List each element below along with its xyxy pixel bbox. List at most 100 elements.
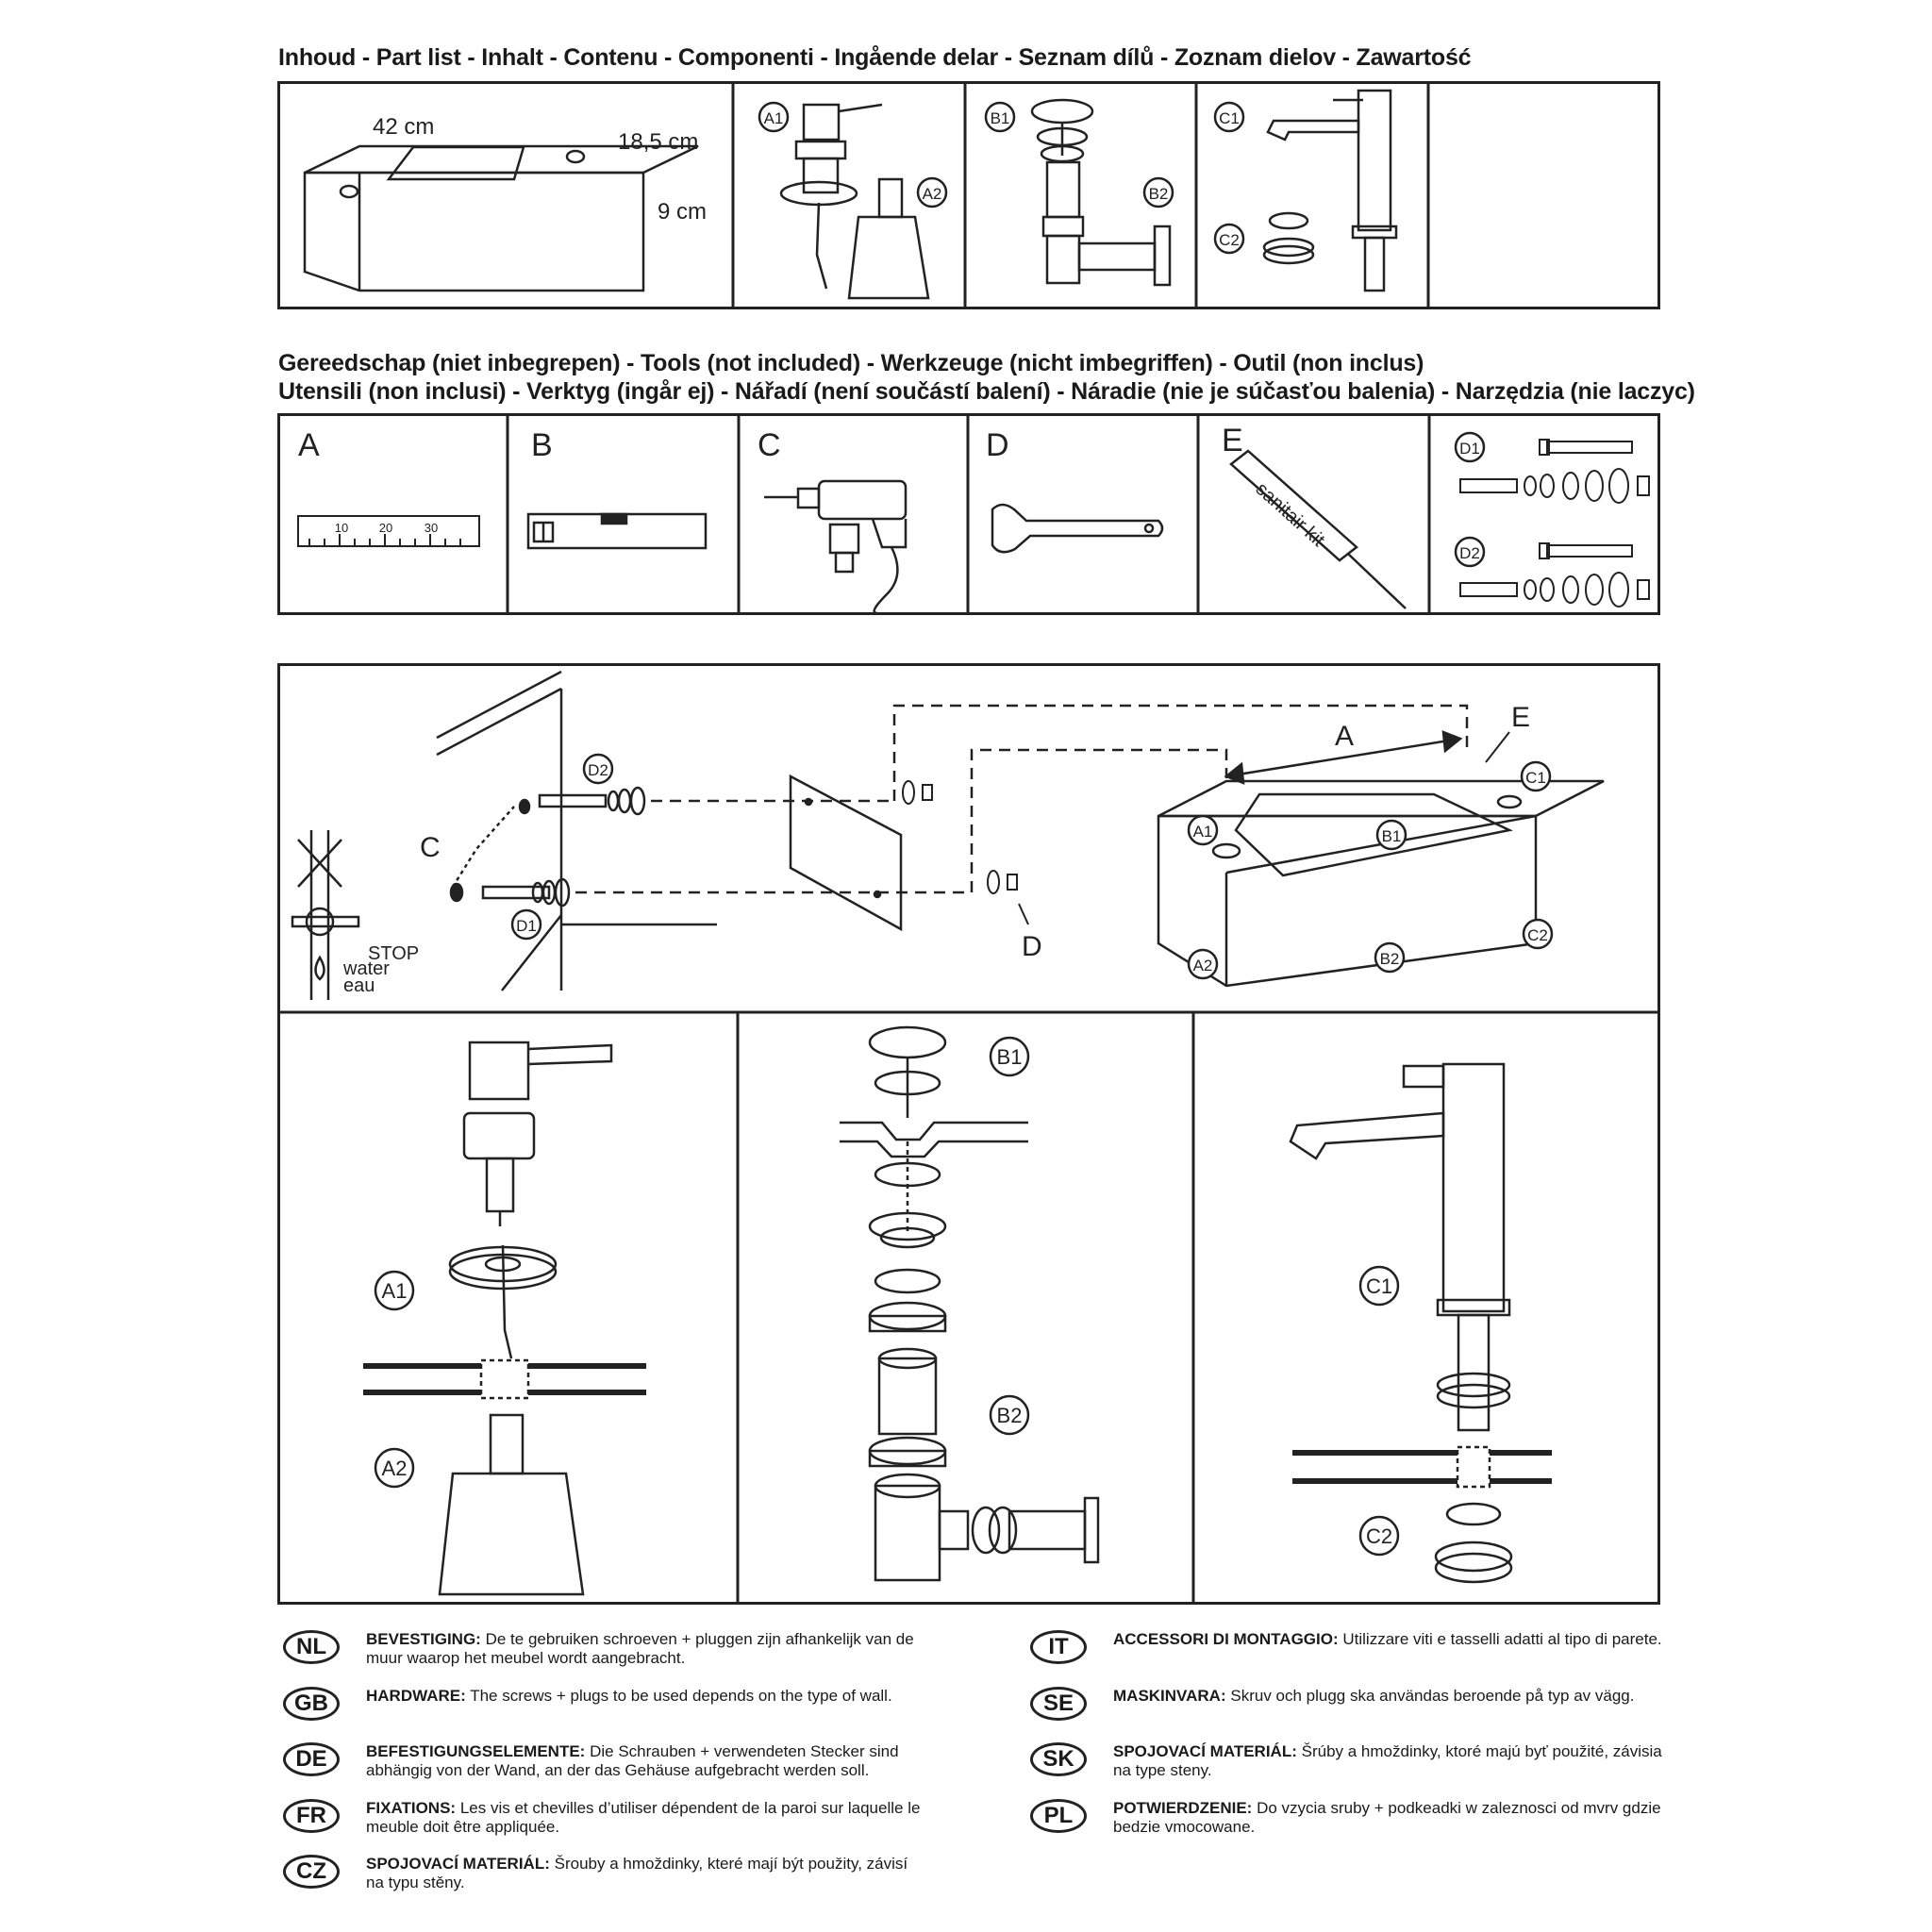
lang-text-nl: De te gebruiken schroeven + pluggen zijn… [366,1630,914,1667]
bracket-dashed-guides [892,704,1469,892]
width-dimension: 42 cm [373,114,434,140]
eau-label: eau [343,975,375,996]
lang-label-fr: FIXATIONS: [366,1799,457,1817]
tools-heading-line2: Utensili (non inclusi) - Verktyg (ingår … [278,378,1695,405]
parts-list-heading: Inhoud - Part list - Inhalt - Contenu - … [278,44,1472,71]
water-label: water [342,958,390,979]
depth-dimension: 18,5 cm [618,129,698,155]
wall-plug-set-d1 [1459,439,1650,504]
ruler-tick-30: 30 [425,521,438,535]
lang-row-pl: PL POTWIERDZENIE: Do vzycia sruby + podk… [1030,1799,1670,1837]
install-label-b1: B1 [1382,827,1402,845]
hanging-fittings [902,780,1029,925]
step-b-drain [840,1025,1100,1582]
step-a-dispenser [363,1041,646,1596]
drill-tool [764,479,908,615]
ruler-tick-10: 10 [335,521,348,535]
lang-text-gb: The screws + plugs to be used depends on… [470,1687,892,1705]
lang-text-pl: Do vzycia sruby + podkeadki w zaleznosci… [1113,1799,1661,1836]
lang-text-it: Utilizzare viti e tasselli adatti al tip… [1342,1630,1662,1648]
tool-c-letter: C [758,427,781,463]
lang-badge-sk: SK [1030,1742,1087,1776]
lang-label-de: BEFESTIGUNGSELEMENTE: [366,1742,586,1760]
height-dimension: 9 cm [658,199,707,225]
lang-label-sk: SPOJOVACÍ MATERIÁL: [1113,1742,1297,1760]
label-a1: A1 [764,109,784,127]
tool-a-letter: A [298,427,320,463]
installation-panel [277,663,1660,1605]
label-a2: A2 [923,185,942,203]
label-d1-tool: D1 [1459,440,1480,458]
lang-badge-cz: CZ [283,1855,340,1889]
ruler-tick-20: 20 [379,521,392,535]
lang-row-it: IT ACCESSORI DI MONTAGGIO: Utilizzare vi… [1030,1630,1670,1664]
washers-c2 [1262,211,1315,265]
label-d2-install: D2 [588,761,608,779]
drill-c-label: C [420,832,441,863]
tools-heading-line1: Gereedschap (niet inbegrepen) - Tools (n… [278,350,1424,376]
label-d2-tool: D2 [1459,544,1480,562]
install-label-c1: C1 [1525,769,1546,787]
step-c-faucet [1289,1062,1552,1584]
wall-corner [436,670,717,991]
label-b1: B1 [991,109,1010,127]
lang-text-se: Skruv och plugg ska användas beroende på… [1230,1687,1635,1705]
wall-plug-set-d2 [1459,542,1650,608]
lang-row-se: SE MASKINVARA: Skruv och plugg ska använ… [1030,1687,1670,1721]
install-a-label: A [1335,721,1354,752]
mounting-bracket [789,774,903,932]
soap-pump-a1 [779,103,883,290]
lang-text-cz: Šrouby a hmoždinky, které mají být použi… [366,1855,908,1891]
step-label-c2: C2 [1366,1524,1392,1548]
lang-badge-se: SE [1030,1687,1087,1721]
lang-row-de: DE BEFESTIGUNGSELEMENTE: Die Schrauben +… [283,1742,923,1780]
lang-row-fr: FR FIXATIONS: Les vis et chevilles d’uti… [283,1799,923,1837]
spirit-level-tool [526,512,708,550]
step-label-b1: B1 [997,1045,1023,1069]
step-label-c1: C1 [1366,1274,1392,1298]
lang-row-gb: GB HARDWARE: The screws + plugs to be us… [283,1687,923,1721]
lang-label-nl: BEVESTIGING: [366,1630,481,1648]
lang-label-pl: POTWIERDZENIE: [1113,1799,1253,1817]
stop-label: STOP [368,943,419,964]
lang-row-cz: CZ SPOJOVACÍ MATERIÁL: Šrouby a hmoždink… [283,1855,923,1892]
install-e-label: E [1511,702,1530,733]
water-stop-valve [291,830,360,1000]
lang-badge-gb: GB [283,1687,340,1721]
ruler-tool [297,515,480,547]
sealant-tube-tool [1229,449,1407,609]
basin-drawing [303,144,699,292]
plug-d1-assembly [481,877,972,908]
lang-row-sk: SK SPOJOVACÍ MATERIÁL: Šrúby a hmoždinky… [1030,1742,1670,1780]
faucet-c1 [1266,89,1398,292]
lang-label-se: MASKINVARA: [1113,1687,1226,1705]
wrench-tool [991,503,1164,554]
parts-table [277,81,1660,309]
lang-badge-pl: PL [1030,1799,1087,1833]
lang-badge-nl: NL [283,1630,340,1664]
tool-d-letter: D [986,427,1009,463]
plug-d2-assembly [538,786,896,816]
lang-text-fr: Les vis et chevilles d’utiliser dépenden… [366,1799,921,1836]
label-c1: C1 [1219,109,1240,127]
label-b2: B2 [1149,185,1169,203]
label-c2: C2 [1219,231,1240,249]
step-label-a1: A1 [382,1279,408,1303]
install-label-a1: A1 [1193,823,1213,841]
install-label-c2: C2 [1527,926,1548,944]
step-label-a2: A2 [382,1457,408,1480]
installed-basin [1157,730,1605,988]
label-d1-install: D1 [516,917,537,935]
install-label-a2: A2 [1193,957,1213,974]
lang-text-de: Die Schrauben + verwendeten Stecker sind… [366,1742,899,1779]
soap-pump-base-a2 [847,177,930,300]
lang-label-it: ACCESSORI DI MONTAGGIO: [1113,1630,1339,1648]
drain-b1 [1030,98,1094,163]
lang-text-sk: Šrúby a hmoždinky, ktoré majú byť použit… [1113,1742,1662,1779]
step-label-b2: B2 [997,1404,1023,1427]
lang-label-gb: HARDWARE: [366,1687,466,1705]
lang-badge-it: IT [1030,1630,1087,1664]
siphon-b2 [1041,160,1172,287]
tool-b-letter: B [531,427,553,463]
